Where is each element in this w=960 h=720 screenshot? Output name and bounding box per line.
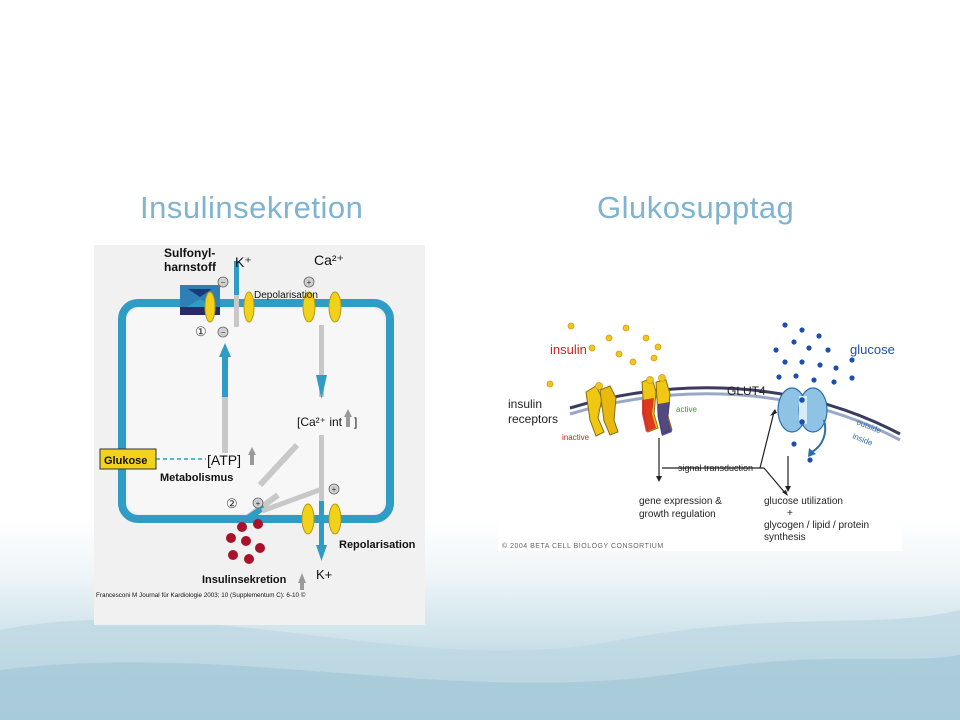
arrow-signal-up <box>759 411 775 469</box>
atp-arrow <box>219 343 231 453</box>
vesicle <box>228 550 238 560</box>
vesicle <box>244 554 254 564</box>
gene-expression-label-1: gene expression & <box>639 496 722 507</box>
arrow-signal-down <box>763 467 787 495</box>
repolarisation-label: Repolarisation <box>339 539 416 551</box>
glucose-label: glucose <box>850 342 895 357</box>
glucose-utilization-label-3: glycogen / lipid / protein <box>764 520 869 531</box>
inactive-label: inactive <box>562 433 590 442</box>
glucose-utilization-label-2: + <box>787 508 793 519</box>
active-receptor <box>641 374 673 436</box>
k-channel: − − <box>204 261 255 338</box>
glucose-uptake-diagram: insulin glucose GLUT4 insulin receptors … <box>498 320 902 551</box>
glucose-utilization-label-1: glucose utilization <box>764 496 843 507</box>
circle-2-label: ② <box>226 496 238 511</box>
metabolism-arrows <box>242 442 323 524</box>
ca-int-label: [Ca²⁺ int <box>297 415 343 429</box>
background-wave <box>0 610 960 720</box>
svg-text:−: − <box>221 278 226 287</box>
inside-label: inside <box>851 432 874 448</box>
insulin-secretion-diagram: − − + + <box>94 245 425 625</box>
copyright-label: © 2004 BETA CELL BIOLOGY CONSORTIUM <box>502 542 664 550</box>
glut4-label: GLUT4 <box>727 384 766 398</box>
cell-membrane <box>118 299 394 523</box>
glukose-label: Glukose <box>104 455 147 467</box>
k-plus-label: K⁺ <box>235 254 252 270</box>
circle-1-label: ① <box>195 324 207 339</box>
circle-plus-metab <box>252 497 264 509</box>
left-title: Insulinsekretion <box>140 190 364 225</box>
right-title: Glukosupptag <box>597 190 795 225</box>
glucose-uptake-svg: insulin glucose GLUT4 insulin receptors … <box>502 322 901 550</box>
insulin-up-arrow <box>298 573 306 583</box>
ca2-label: Ca²⁺ <box>314 252 344 268</box>
ca-int-up-arrow <box>344 409 352 417</box>
glukose-box <box>99 448 157 470</box>
k-plus-bottom-label: K+ <box>316 567 332 582</box>
sulfonyl-label-1: Sulfonyl- <box>164 246 215 260</box>
svg-text:+: + <box>332 485 337 494</box>
insulinsekretion-label: Insulinsekretion <box>202 574 287 586</box>
depolarisation-label: Depolarisation <box>254 290 318 301</box>
insulin-receptors-label-1: insulin <box>508 397 542 411</box>
gene-expression-label-2: growth regulation <box>639 509 716 520</box>
glut4-curved-arrow <box>811 419 827 453</box>
vesicle <box>255 543 265 553</box>
inactive-receptor <box>585 382 619 437</box>
ca-int-close: ] <box>354 415 357 429</box>
insulin-secretion-svg: − − + + <box>96 246 416 599</box>
insulin-label: insulin <box>550 342 587 357</box>
metabolismus-label: Metabolismus <box>160 472 233 484</box>
svg-text:+: + <box>256 499 261 508</box>
glut4-transporter <box>777 387 828 433</box>
glucose-molecules <box>773 322 855 463</box>
insulin-receptors-label-2: receptors <box>508 412 558 426</box>
glucose-utilization-label-4: synthesis <box>764 532 806 543</box>
insulin-molecules <box>546 322 662 388</box>
citation: Francesconi M Journal für Kardiologie 20… <box>96 591 306 599</box>
k-channel-bottom: + <box>301 435 342 561</box>
vesicle <box>237 522 247 532</box>
active-label: active <box>676 405 697 414</box>
atp-label: [ATP] <box>207 452 241 468</box>
insulin-vesicles <box>226 519 265 564</box>
vesicle <box>226 533 236 543</box>
vesicle <box>241 536 251 546</box>
svg-text:−: − <box>221 328 226 337</box>
sulfonyl-label-2: harnstoff <box>164 260 217 274</box>
atp-up-arrow <box>248 447 256 455</box>
svg-text:+: + <box>307 278 312 287</box>
signal-transduction-label: signal transduction <box>678 463 753 473</box>
vesicle <box>253 519 263 529</box>
cell-membrane-inner <box>569 392 901 442</box>
ca-channel: + <box>302 276 342 399</box>
